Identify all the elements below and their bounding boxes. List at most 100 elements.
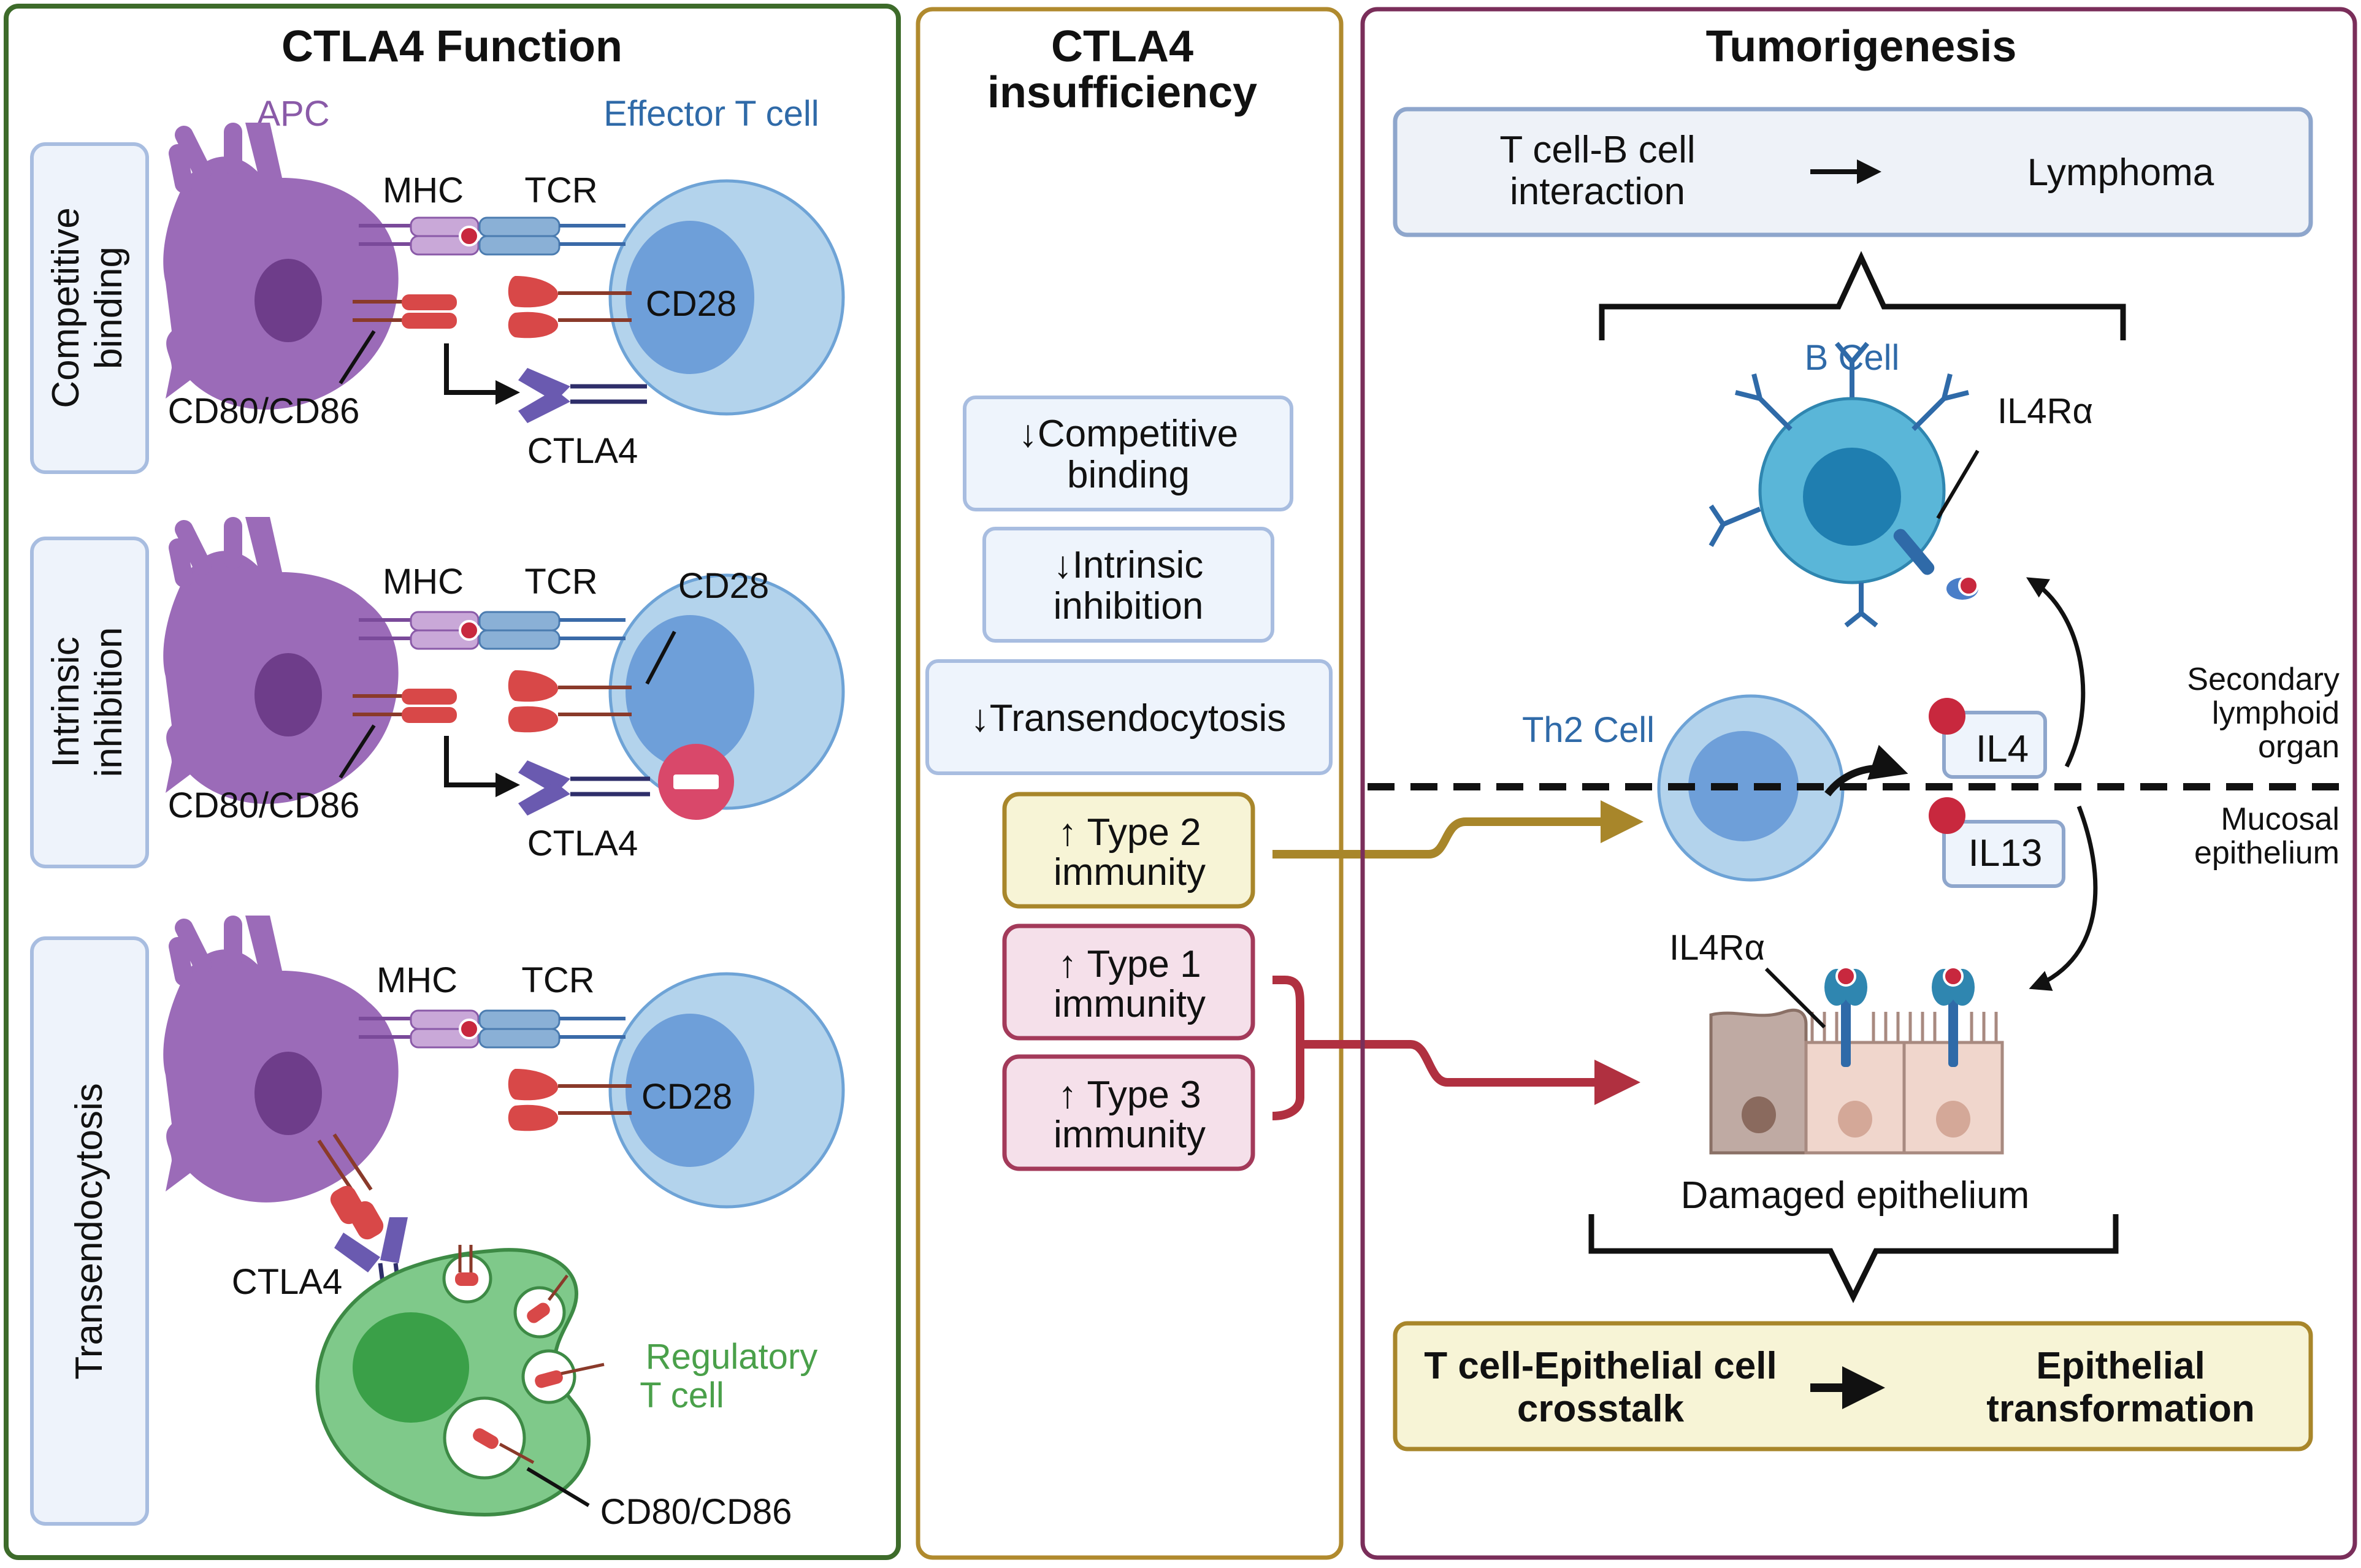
ctla4-label: CTLA4 bbox=[527, 824, 638, 863]
panel-1-title: CTLA4 Function bbox=[281, 22, 622, 71]
cd28-label: CD28 bbox=[646, 284, 737, 324]
il4ra-receptor bbox=[1893, 529, 1979, 600]
apc-nucleus bbox=[254, 653, 322, 736]
mhc-tcr-complex bbox=[359, 216, 626, 256]
b-cell-label: B Cell bbox=[1805, 338, 1900, 378]
svg-text:binding: binding bbox=[1067, 454, 1190, 496]
region-bottom-line2: epithelium bbox=[2194, 835, 2340, 871]
tcr-label: TCR bbox=[524, 562, 597, 602]
arrow-to-epithelium bbox=[2029, 805, 2098, 991]
effector-nucleus bbox=[626, 1014, 754, 1167]
arrow-to-ctla4 bbox=[444, 343, 520, 405]
mechanism-label-intrinsic: Intrinsic inhibition bbox=[30, 537, 149, 868]
il13-cytokine: IL13 bbox=[1929, 797, 2065, 888]
effector-t-cell-label: Effector T cell bbox=[603, 94, 819, 134]
row-intrinsic-inhibition: MHC TCR CD28 bbox=[163, 517, 845, 863]
type1-immunity-box: ↑ Type 1 immunity bbox=[1002, 924, 1255, 1041]
cd80-cd86-ligand bbox=[317, 1133, 384, 1240]
ctla4-label: CTLA4 bbox=[232, 1262, 343, 1302]
svg-text:↑ Type 2: ↑ Type 2 bbox=[1058, 811, 1201, 854]
row-transendocytosis: MHC TCR CD28 CTLA4 bbox=[163, 916, 845, 1532]
svg-text:binding: binding bbox=[88, 247, 130, 369]
cd80-cd86-label: CD80/CD86 bbox=[168, 786, 360, 825]
cd80-cd86-label: CD80/CD86 bbox=[168, 391, 360, 431]
svg-text:crosstalk: crosstalk bbox=[1517, 1388, 1685, 1430]
apc-nucleus bbox=[254, 1052, 322, 1135]
svg-text:inhibition: inhibition bbox=[88, 627, 130, 778]
cd28-receptor bbox=[508, 1069, 632, 1131]
cd80-cd86-ligand bbox=[353, 294, 457, 329]
arrow-to-b-cell bbox=[2026, 577, 2086, 768]
il4-cytokine: IL4 bbox=[1929, 698, 2047, 779]
svg-text:immunity: immunity bbox=[1054, 1114, 1206, 1156]
svg-text:Epithelial: Epithelial bbox=[2036, 1345, 2205, 1387]
svg-text:↓Intrinsic: ↓Intrinsic bbox=[1054, 544, 1204, 586]
ctla4-receptor bbox=[518, 760, 650, 816]
panel-2-frame bbox=[916, 7, 1344, 1560]
b-cell bbox=[1709, 342, 1979, 628]
apc-nucleus bbox=[254, 259, 322, 342]
il4ra-label-b: IL4Rα bbox=[1997, 391, 2093, 431]
arrow-type2-to-th2 bbox=[1272, 800, 1644, 859]
svg-text:transformation: transformation bbox=[1986, 1388, 2254, 1430]
mhc-label: MHC bbox=[383, 562, 464, 602]
region-bottom-line1: Mucosal bbox=[2221, 801, 2340, 837]
brace-bottom bbox=[1588, 1214, 2119, 1304]
svg-text:immunity: immunity bbox=[1054, 983, 1206, 1025]
svg-text:↑ Type 3: ↑ Type 3 bbox=[1058, 1074, 1201, 1116]
panel-2-title-line1: CTLA4 bbox=[1051, 22, 1193, 71]
cd28-label: CD28 bbox=[678, 566, 769, 606]
endocytic-vesicles bbox=[442, 1245, 605, 1480]
svg-text:Transendocytosis: Transendocytosis bbox=[68, 1083, 110, 1380]
regulatory-label-line1: Regulatory bbox=[646, 1337, 817, 1377]
effect-competitive-binding: ↓Competitive binding bbox=[963, 396, 1293, 511]
svg-text:IL13: IL13 bbox=[1969, 832, 2043, 874]
lymphoma-box: T cell-B cell interaction Lymphoma bbox=[1393, 107, 2313, 237]
tcr-label: TCR bbox=[521, 960, 594, 1000]
svg-text:T cell-Epithelial cell: T cell-Epithelial cell bbox=[1424, 1345, 1777, 1387]
panel-3-title: Tumorigenesis bbox=[1706, 22, 2017, 71]
cd80-cd86-ligand bbox=[353, 689, 457, 723]
svg-text:Intrinsic: Intrinsic bbox=[45, 637, 87, 768]
il4ra-receptor bbox=[1824, 966, 1975, 1067]
svg-text:T cell-B cell: T cell-B cell bbox=[1499, 129, 1695, 171]
svg-text:interaction: interaction bbox=[1510, 170, 1685, 213]
effect-intrinsic-inhibition: ↓Intrinsic inhibition bbox=[982, 527, 1274, 643]
panel-3-frame bbox=[1360, 7, 2357, 1560]
th2-cell bbox=[1657, 694, 1845, 882]
mechanism-label-competitive: Competitive binding bbox=[30, 142, 149, 474]
regulatory-nucleus bbox=[353, 1312, 469, 1423]
svg-text:↑ Type 1: ↑ Type 1 bbox=[1058, 943, 1201, 985]
th2-label: Th2 Cell bbox=[1522, 710, 1655, 750]
type2-immunity-box: ↑ Type 2 immunity bbox=[1002, 792, 1255, 909]
arrow-type13-to-epithelium bbox=[1272, 976, 1640, 1120]
region-top-line3: organ bbox=[2258, 729, 2340, 765]
il4ra-label-epithelium: IL4Rα bbox=[1669, 928, 1765, 968]
panel-2-title-line2: insufficiency bbox=[987, 68, 1257, 117]
region-top-line2: lymphoid bbox=[2212, 695, 2340, 731]
effector-nucleus bbox=[626, 615, 754, 768]
panel-ctla4-insufficiency: CTLA4 insufficiency ↓Competitive binding… bbox=[916, 7, 1344, 1560]
svg-text:IL4: IL4 bbox=[1976, 728, 2029, 770]
effect-transendocytosis: ↓Transendocytosis bbox=[925, 659, 1333, 775]
brace-top bbox=[1599, 251, 2126, 340]
regulatory-label-line2: T cell bbox=[640, 1375, 724, 1415]
ctla4-label: CTLA4 bbox=[527, 431, 638, 471]
cd80-cd86-label: CD80/CD86 bbox=[600, 1492, 792, 1532]
svg-text:immunity: immunity bbox=[1054, 851, 1206, 893]
type3-immunity-box: ↑ Type 3 immunity bbox=[1002, 1054, 1255, 1171]
mhc-label: MHC bbox=[377, 960, 457, 1000]
transformation-box: T cell-Epithelial cell crosstalk Epithel… bbox=[1393, 1321, 2313, 1451]
damaged-epithelium-label: Damaged epithelium bbox=[1681, 1174, 2030, 1217]
row-competitive-binding: MHC TCR CD28 CTLA4 bbox=[163, 123, 845, 471]
panel-ctla4-function: CTLA4 Function APC Effector T cell Compe… bbox=[4, 4, 901, 1560]
svg-text:Lymphoma: Lymphoma bbox=[2027, 151, 2214, 194]
cd28-label: CD28 bbox=[641, 1077, 732, 1117]
svg-text:↓Competitive: ↓Competitive bbox=[1019, 413, 1238, 455]
tcr-label: TCR bbox=[524, 170, 597, 210]
inhibition-icon bbox=[658, 744, 734, 820]
cd28-receptor bbox=[508, 276, 632, 338]
mechanism-label-transendocytosis: Transendocytosis bbox=[30, 936, 149, 1526]
cd28-receptor bbox=[508, 670, 632, 733]
